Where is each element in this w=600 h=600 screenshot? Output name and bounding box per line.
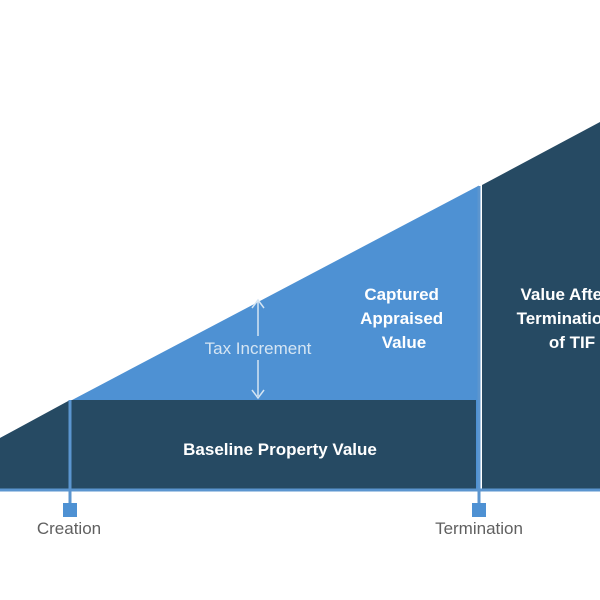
creation-label: Creation [37, 519, 101, 538]
after-termination-line-3: of TIF [549, 333, 595, 352]
after-termination-line-1: Value After [521, 285, 600, 304]
termination-marker [472, 503, 486, 517]
captured-value-label: Captured Appraised Value [360, 285, 448, 352]
after-termination-label: Value After Termination of TIF [517, 285, 600, 352]
after-termination-line-2: Termination [517, 309, 600, 328]
after-termination-region [482, 122, 600, 490]
creation-marker [63, 503, 77, 517]
termination-label: Termination [435, 519, 523, 538]
captured-value-line-2: Appraised [360, 309, 443, 328]
captured-value-line-3: Value [382, 333, 426, 352]
baseline-value-label: Baseline Property Value [183, 440, 377, 459]
baseline-value-region [0, 400, 476, 490]
captured-value-line-1: Captured [364, 285, 439, 304]
tax-increment-label-mask [196, 336, 320, 360]
tax-increment-label: Tax Increment [205, 339, 312, 358]
